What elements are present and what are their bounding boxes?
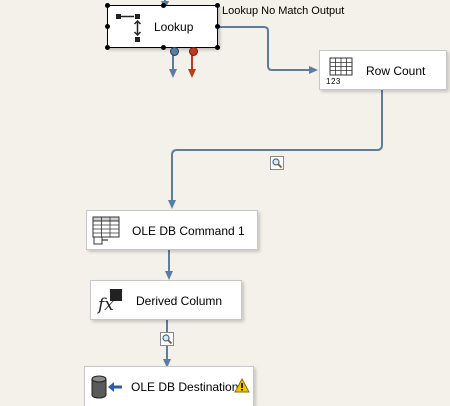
ole-db-destination-component[interactable]: OLE DB Destination	[84, 366, 254, 406]
lookup-icon	[116, 12, 146, 45]
database-arrow-icon	[90, 375, 124, 404]
table-command-icon	[92, 216, 122, 249]
row-count-component[interactable]: 123 Row Count	[319, 50, 447, 90]
ole-db-destination-label: OLE DB Destination	[131, 380, 239, 394]
ole-db-command-component[interactable]: OLE DB Command 1	[86, 210, 258, 250]
selection-handle[interactable]	[161, 45, 166, 50]
selection-handle[interactable]	[105, 24, 110, 29]
selection-handle[interactable]	[215, 3, 220, 8]
lookup-no-match-path-label[interactable]: Lookup No Match Output	[222, 5, 345, 17]
fx-icon: fx	[96, 288, 125, 317]
row-count-label: Row Count	[366, 64, 426, 78]
selection-handle[interactable]	[105, 45, 110, 50]
svg-text:fx: fx	[97, 295, 114, 314]
warning-icon[interactable]	[234, 377, 250, 396]
match-output-port[interactable]	[170, 47, 179, 56]
magnifier-icon[interactable]	[270, 156, 284, 170]
ole-db-command-label: OLE DB Command 1	[132, 224, 245, 238]
derived-column-label: Derived Column	[136, 294, 223, 308]
path-lookup-no-match[interactable]	[216, 26, 318, 74]
selection-handle[interactable]	[105, 3, 110, 8]
derived-column-component[interactable]: fx Derived Column	[90, 280, 242, 320]
lookup-component[interactable]: Lookup	[105, 3, 220, 56]
lookup-label: Lookup	[154, 20, 194, 34]
path-rowcount-to-command[interactable]	[168, 90, 383, 209]
row-count-icon-text: 123	[326, 77, 341, 86]
selection-handle[interactable]	[215, 24, 220, 29]
error-output-port[interactable]	[189, 47, 198, 56]
selection-handle[interactable]	[161, 3, 166, 8]
magnifier-icon[interactable]	[160, 332, 174, 346]
selection-handle[interactable]	[215, 45, 220, 50]
grid-123-icon	[326, 57, 354, 88]
